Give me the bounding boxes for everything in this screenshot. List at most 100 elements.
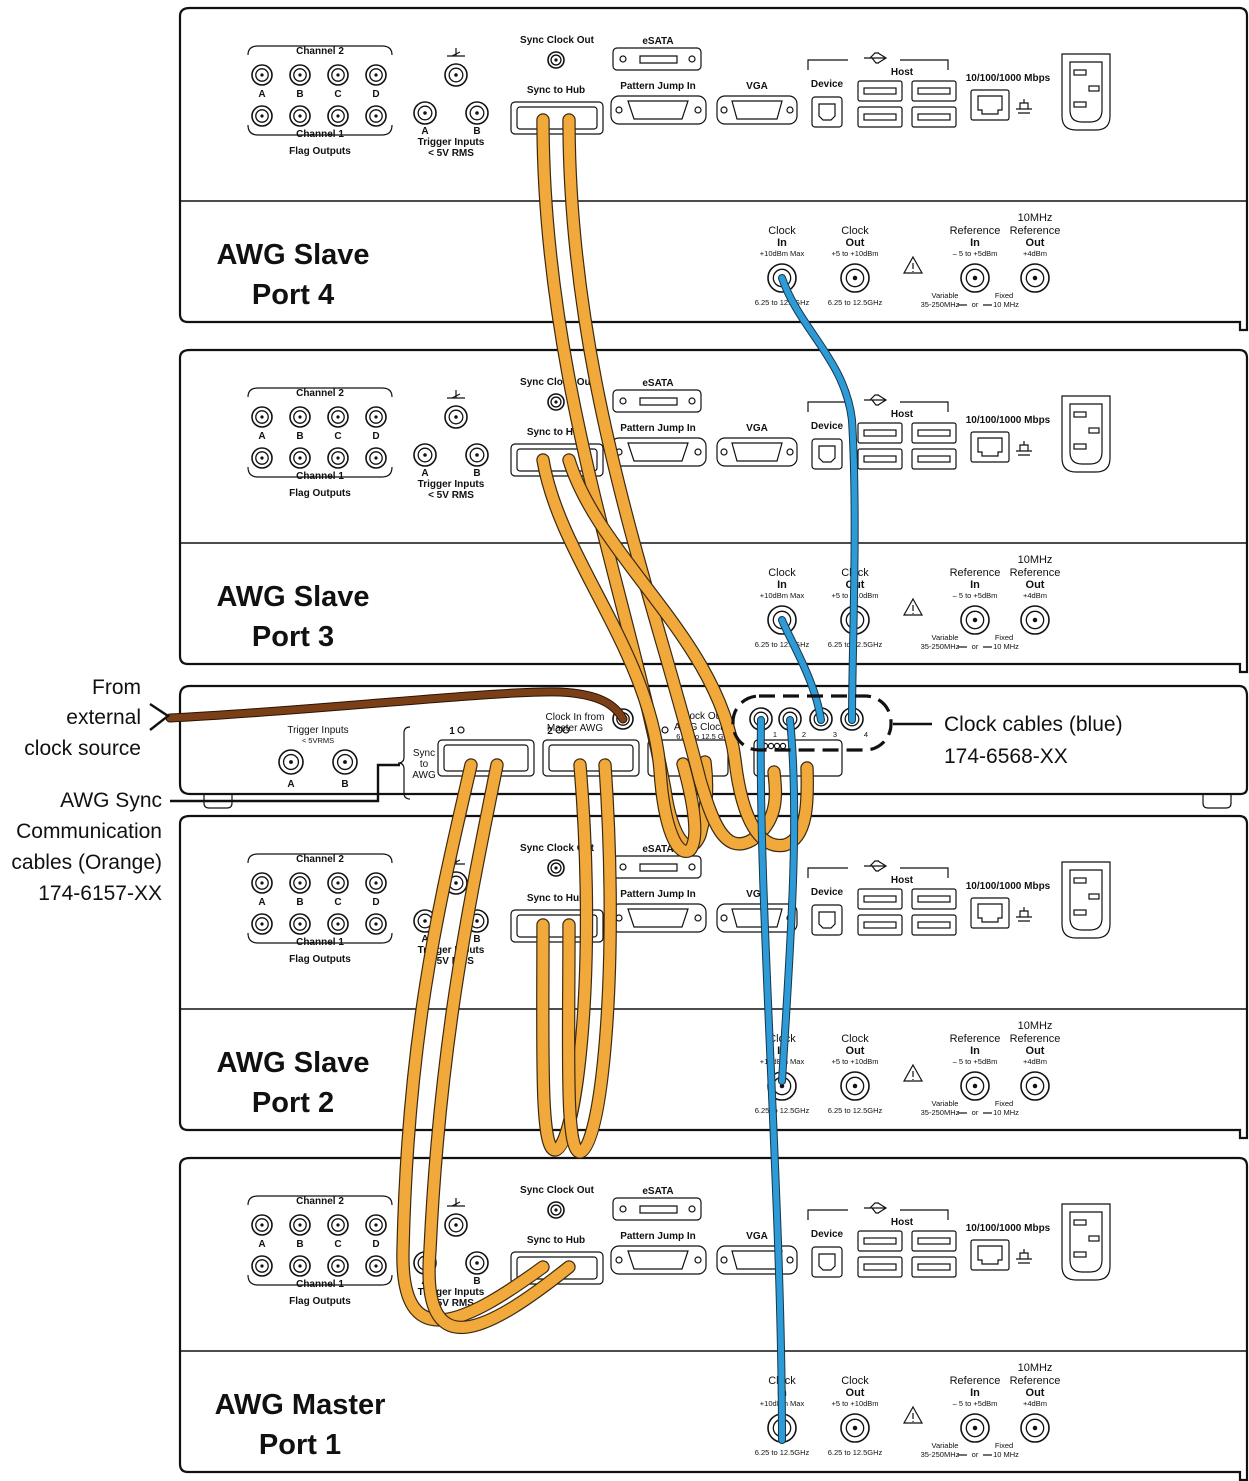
usb-host-port: [911, 1256, 957, 1278]
trigger-rms-label: < 5V RMS: [428, 956, 474, 967]
trigger-input-a-connector: [413, 443, 437, 467]
hub-clock-out-freq-label: 6.25 to 12.5 G: [676, 732, 724, 741]
flag-output-ch1-c-connector: [327, 913, 349, 935]
flag-output-ch2-a-connector: [251, 64, 273, 86]
chassis: [178, 1156, 1249, 1481]
usb-host-label: Host: [891, 1217, 914, 1228]
usb-device-port: [811, 96, 843, 128]
callout-external-clock-line3: clock source: [24, 737, 141, 760]
usb-icon: [864, 860, 888, 872]
ref-in-label: In: [970, 1387, 980, 1399]
flag-letter-c: C: [334, 1239, 341, 1250]
flag-letter-b: B: [296, 897, 303, 908]
vga-label: VGA: [746, 423, 768, 434]
hub-foot: [1202, 794, 1232, 809]
channel1-label: Channel 1: [296, 129, 344, 140]
flag-outputs-label: Flag Outputs: [289, 1296, 351, 1307]
flag-letter-d: D: [372, 897, 379, 908]
ground-terminal: [444, 1213, 468, 1237]
flag-output-ch2-b-connector: [289, 1214, 311, 1236]
ethernet-label: 10/100/1000 Mbps: [966, 415, 1051, 426]
ground-icon: [447, 48, 465, 57]
flag-output-ch2-c-connector: [327, 872, 349, 894]
ref-10mhz-label: 10MHz: [1018, 212, 1053, 224]
ref-in-label: In: [970, 237, 980, 249]
vga-port: [716, 1245, 798, 1275]
clock-out-label: Out: [846, 1387, 865, 1399]
flag-output-ch1-d-connector: [365, 1255, 387, 1277]
clock-cables-highlight-ring: [731, 694, 893, 752]
clock-in-freq-label: 6.25 to 12.5GHz: [755, 298, 810, 307]
flag-outputs-label: Flag Outputs: [289, 488, 351, 499]
flag-output-ch1-b-connector: [289, 105, 311, 127]
usb-host-port: [857, 106, 903, 128]
clock-out-freq-label: 6.25 to 12.5GHz: [828, 298, 883, 307]
hub-master-awg-label: Master AWG: [547, 723, 604, 734]
sync-clock-out-connector: [547, 1201, 565, 1219]
warning-icon: [902, 1063, 924, 1082]
callout-clock-cables-line2: 174-6568-XX: [944, 745, 1068, 768]
flag-output-ch1-d-connector: [365, 447, 387, 469]
sync-to-hub-label: Sync to Hub: [527, 893, 585, 904]
esata-label: eSATA: [642, 1186, 673, 1197]
chassis: [178, 348, 1249, 674]
usb-icon: [864, 52, 888, 64]
hub-sync-label: Sync: [413, 748, 435, 759]
pattern-jump-in-port: [610, 1245, 707, 1275]
trigger-rms-label: < 5V RMS: [428, 148, 474, 159]
reference-in-connector: [960, 1071, 990, 1101]
trigger-inputs-label: Trigger Inputs: [418, 945, 485, 956]
flag-output-ch1-a-connector: [251, 105, 273, 127]
hub-sync-port2-label: 2: [547, 726, 553, 737]
trigger-a-label: A: [421, 126, 428, 137]
vga-port: [716, 437, 798, 467]
usb-device-port: [811, 438, 843, 470]
ref-in-range-label: – 5 to +5dBm: [953, 249, 998, 258]
hub-clock-in-from-label: Clock In from: [546, 712, 605, 723]
ref-variable-range-label: 35-250MHz: [921, 1108, 960, 1117]
unit-title-line1: AWG Slave: [216, 239, 369, 271]
flag-letter-c: C: [334, 897, 341, 908]
callout-leader-sync: [170, 763, 400, 803]
clock-in-label: In: [777, 237, 787, 249]
trigger-input-b-connector: [465, 1251, 489, 1275]
clock-out-clock-label: Clock: [841, 225, 869, 237]
usb-host-label: Host: [891, 67, 914, 78]
clock-in-clock-label: Clock: [768, 225, 796, 237]
hub-sync-port-1: [437, 739, 535, 777]
esata-port: [612, 47, 702, 71]
ref-variable-label: Variable: [932, 1099, 959, 1108]
hub-clock-out-label: Clock Out: [680, 711, 724, 722]
usb-host-port: [911, 422, 957, 444]
flag-letter-c: C: [334, 89, 341, 100]
usb-icon: [864, 1202, 888, 1214]
ref-variable-label: Variable: [932, 633, 959, 642]
flag-output-ch2-a-connector: [251, 1214, 273, 1236]
trigger-b-label: B: [473, 468, 480, 479]
ref-fixed-range-label: 10 MHz: [993, 300, 1019, 309]
ref-in-label: In: [970, 579, 980, 591]
flag-outputs-label: Flag Outputs: [289, 954, 351, 965]
unit-title-line2: Port 2: [252, 1087, 334, 1119]
flag-output-ch2-b-connector: [289, 406, 311, 428]
hub-clock-out-port-2-label: 2: [802, 730, 806, 739]
pattern-jump-in-label: Pattern Jump In: [620, 889, 696, 900]
clock-out-freq-label: 6.25 to 12.5GHz: [828, 1448, 883, 1457]
vga-port: [716, 903, 798, 933]
usb-host-port: [911, 1230, 957, 1252]
sync-cable-slave3-a: [536, 453, 702, 858]
trigger-a-label: A: [421, 934, 428, 945]
sync-clock-out-connector: [547, 51, 565, 69]
usb-device-label: Device: [811, 421, 844, 432]
callout-external-clock-line2: external: [66, 706, 141, 729]
usb-device-label: Device: [811, 887, 844, 898]
unit-title-line1: AWG Slave: [216, 1047, 369, 1079]
hub-awg-label: AWG: [412, 770, 436, 781]
reference-out-connector: [1020, 1071, 1050, 1101]
usb-device-label: Device: [811, 79, 844, 90]
ground-terminal: [444, 63, 468, 87]
vga-label: VGA: [746, 889, 768, 900]
usb-host-port: [911, 914, 957, 936]
usb-icon: [864, 394, 888, 406]
